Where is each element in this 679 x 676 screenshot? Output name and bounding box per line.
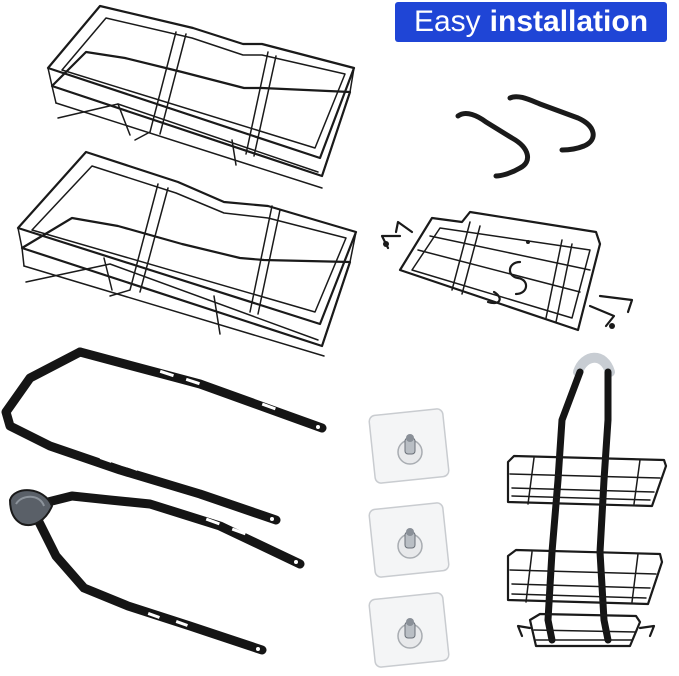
adhesive-hook-3 (368, 592, 450, 668)
adhesive-hook-2 (368, 502, 450, 578)
assembled-shower-caddy (506, 352, 668, 648)
banner-word-installation: installation (489, 5, 649, 38)
easy-installation-banner: Easy installation (395, 2, 667, 42)
small-basket-with-hooks (380, 210, 634, 332)
top-hanger-frame (8, 489, 305, 655)
wire-basket-top (46, 4, 356, 189)
wire-basket-middle (16, 150, 358, 357)
side-frame-rail (1, 347, 327, 525)
adhesive-hook-1 (368, 408, 450, 484)
banner-word-easy: Easy (413, 5, 481, 38)
s-hooks (455, 94, 596, 179)
